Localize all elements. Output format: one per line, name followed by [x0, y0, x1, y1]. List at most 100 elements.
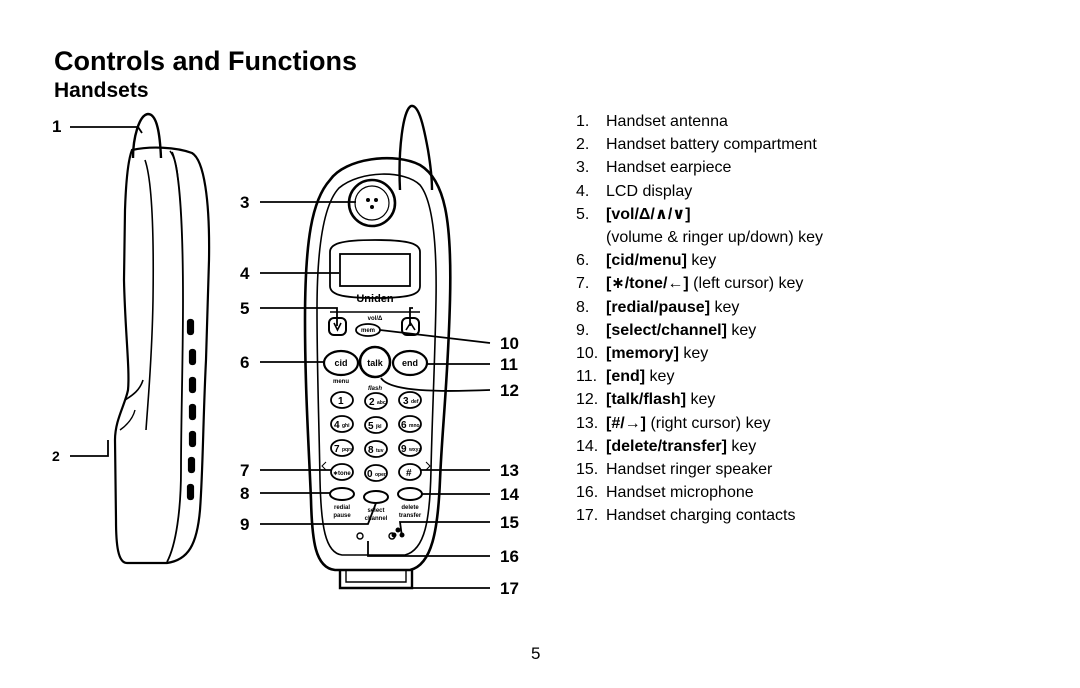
item-number: 16. [576, 484, 599, 502]
talk-label: talk [367, 358, 384, 368]
item-key: [end] [606, 368, 646, 386]
parts-list-item: 5.[vol/Δ/∧/∨](volume & ringer up/down) k… [576, 203, 823, 249]
select-label: select [367, 508, 384, 514]
key-7-letters: pqrs [342, 447, 353, 453]
callout-16: 16 [500, 547, 519, 566]
talk-key[interactable] [358, 345, 392, 379]
key-8-digit: 8 [368, 445, 374, 456]
redial-key[interactable] [329, 487, 355, 501]
item-number: 13. [576, 414, 599, 432]
key-1[interactable] [330, 391, 354, 409]
page-number: 5 [531, 644, 541, 663]
callout-6: 6 [240, 353, 249, 372]
item-key: [vol/Δ/∧/∨] [606, 205, 691, 223]
parts-list-item: 1.Handset antenna [576, 110, 823, 133]
brand-logo: Uniden [356, 293, 394, 305]
flash-label: flash [368, 386, 382, 392]
item-number: 5. [576, 205, 590, 223]
item-number: 15. [576, 461, 599, 479]
key-6-digit: 6 [401, 420, 407, 431]
key-star[interactable] [330, 463, 354, 481]
key-5[interactable] [364, 416, 388, 434]
item-key: [#/→] [606, 414, 646, 432]
parts-list-item: 7.[∗/tone/←] (left cursor) key [576, 272, 823, 295]
front-antenna [398, 104, 434, 191]
key-7[interactable] [330, 439, 354, 457]
callout-2: 2 [52, 448, 60, 464]
callout-4: 4 [240, 264, 250, 283]
key-2[interactable] [364, 392, 388, 410]
cid-label: cid [334, 358, 347, 368]
item-text: (right cursor) key [646, 414, 771, 432]
item-text: LCD display [606, 182, 693, 200]
item-text: Handset battery compartment [606, 136, 817, 154]
item-number: 17. [576, 507, 599, 525]
item-text: key [686, 391, 716, 409]
side-antenna [131, 112, 163, 159]
key-4-digit: 4 [334, 420, 340, 431]
callout-3: 3 [240, 193, 249, 212]
parts-list-item: 8.[redial/pause] key [576, 296, 823, 319]
key-3-digit: 3 [403, 396, 409, 407]
parts-list: 1.Handset antenna 2. Handset battery comp… [576, 110, 823, 528]
item-number: 10. [576, 345, 599, 363]
item-number: 2. [576, 136, 590, 154]
item-key: [talk/flash] [606, 391, 687, 409]
item-text: key [710, 298, 740, 316]
key-8-letters: tuv [376, 448, 384, 454]
callout-12: 12 [500, 381, 519, 400]
key-3[interactable] [398, 391, 422, 409]
callout-9: 9 [240, 515, 249, 534]
callout-17: 17 [500, 579, 519, 598]
parts-list-item: 13. [#/→] (right cursor) key [576, 412, 823, 435]
item-number: 12. [576, 391, 599, 409]
item-key: [select/channel] [606, 321, 727, 339]
key-3-letters: def [411, 399, 419, 405]
handset-front-view: Uniden vol/Δ mem cid menu talk flash end [303, 104, 452, 590]
delete-key[interactable] [397, 487, 423, 501]
item-text: Handset microphone [606, 484, 754, 502]
vol-label: vol/Δ [368, 316, 383, 322]
key-7-digit: 7 [334, 444, 340, 455]
cid-key[interactable] [322, 349, 360, 377]
end-key[interactable] [391, 349, 429, 377]
item-number: 3. [576, 159, 590, 177]
handset-side-view [113, 112, 211, 565]
key-5-letters: jkl [375, 424, 382, 430]
select-key[interactable] [363, 490, 389, 504]
key-8[interactable] [364, 440, 388, 458]
item-number: 7. [576, 275, 590, 293]
item-number: 9. [576, 321, 590, 339]
callout-8: 8 [240, 484, 249, 503]
item-number: 11. [576, 368, 598, 386]
key-2-letters: abc [377, 400, 386, 406]
key-0-letters: oper [375, 472, 386, 478]
parts-list-item: 12. [talk/flash] key [576, 388, 823, 411]
key-6-letters: mno [409, 423, 420, 429]
parts-list-item: 17.Handset charging contacts [576, 504, 823, 527]
callout-1: 1 [52, 117, 61, 136]
item-text: Handset ringer speaker [606, 461, 773, 479]
item-text: key [726, 437, 757, 455]
item-number: 14. [576, 437, 599, 455]
key-star-label: ∗tone [333, 471, 351, 477]
key-6[interactable] [398, 415, 422, 433]
key-1-digit: 1 [338, 396, 344, 407]
parts-list-item: 10.[memory] key [576, 342, 823, 365]
item-number: 6. [576, 252, 590, 270]
redial-label: redial [334, 505, 350, 511]
key-hash-label: # [406, 468, 412, 479]
pause-label: pause [333, 513, 351, 519]
item-text: Handset antenna [606, 113, 728, 130]
key-hash[interactable] [398, 463, 422, 481]
callout-10: 10 [500, 334, 519, 353]
key-0[interactable] [364, 464, 388, 482]
key-9[interactable] [398, 439, 422, 457]
mem-label: mem [361, 328, 375, 334]
callout-11: 11 [500, 355, 518, 374]
item-text: (left cursor) key [688, 275, 804, 293]
parts-list-item: 3.Handset earpiece [576, 156, 823, 179]
key-4[interactable] [330, 415, 354, 433]
end-label: end [402, 358, 418, 368]
